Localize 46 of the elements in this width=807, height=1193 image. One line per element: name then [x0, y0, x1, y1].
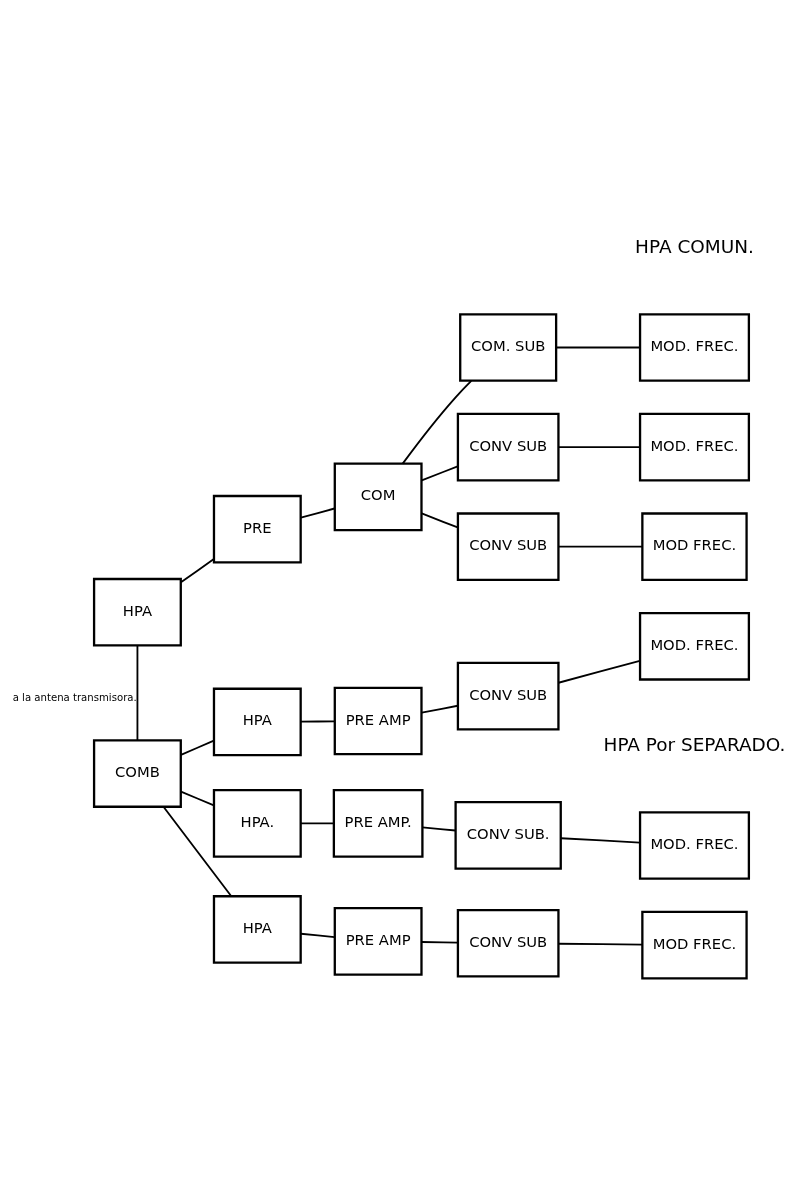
edge-label: a la antena transmisora.: [12, 691, 137, 703]
node-box: HPA: [212, 895, 302, 964]
node-box: HPA.: [212, 789, 302, 858]
node-box: CONV SUB: [456, 908, 560, 978]
connector: [420, 465, 459, 482]
connector: [555, 346, 641, 349]
label: HPA Por SEPARADO.: [603, 733, 786, 755]
node-box: PRE: [212, 494, 302, 564]
connector: [299, 507, 336, 519]
connector: [299, 822, 335, 825]
connector: [136, 644, 139, 742]
node-box: HPA: [92, 577, 182, 647]
node-box: PRE AMP: [333, 907, 423, 976]
node-box: MOD. FREC.: [638, 412, 751, 482]
connector: [557, 942, 643, 946]
node-box: MOD. FREC.: [638, 611, 751, 681]
connector: [557, 659, 641, 684]
connector: [180, 790, 215, 807]
connector: [420, 512, 459, 529]
node-box: CONV SUB: [456, 512, 560, 582]
connector: [420, 704, 459, 714]
connector: [401, 379, 473, 465]
connector: [557, 545, 643, 548]
connector: [180, 558, 215, 584]
connector: [180, 739, 215, 756]
connector: [420, 941, 459, 944]
node-box: MOD FREC.: [641, 512, 748, 582]
connector: [299, 720, 336, 723]
node-box: PRE AMP.: [332, 789, 424, 858]
connector: [560, 837, 641, 844]
node-box: CONV SUB: [456, 661, 560, 731]
node-box: COM. SUB: [459, 313, 558, 382]
node-box: MOD FREC.: [641, 910, 748, 980]
label: HPA COMUN.: [635, 235, 754, 257]
node-box: COMB: [92, 739, 182, 808]
node-box: MOD. FREC.: [638, 313, 751, 382]
node-box: COM: [333, 462, 423, 532]
node-box: CONV SUB: [456, 412, 560, 482]
connector: [557, 446, 641, 449]
node-box: PRE AMP: [333, 686, 423, 756]
node-box: MOD. FREC.: [638, 811, 751, 880]
connector: [421, 826, 457, 832]
node-box: CONV SUB.: [454, 801, 562, 870]
connector: [299, 932, 336, 939]
connector: [162, 806, 233, 897]
node-box: HPA: [212, 687, 302, 757]
